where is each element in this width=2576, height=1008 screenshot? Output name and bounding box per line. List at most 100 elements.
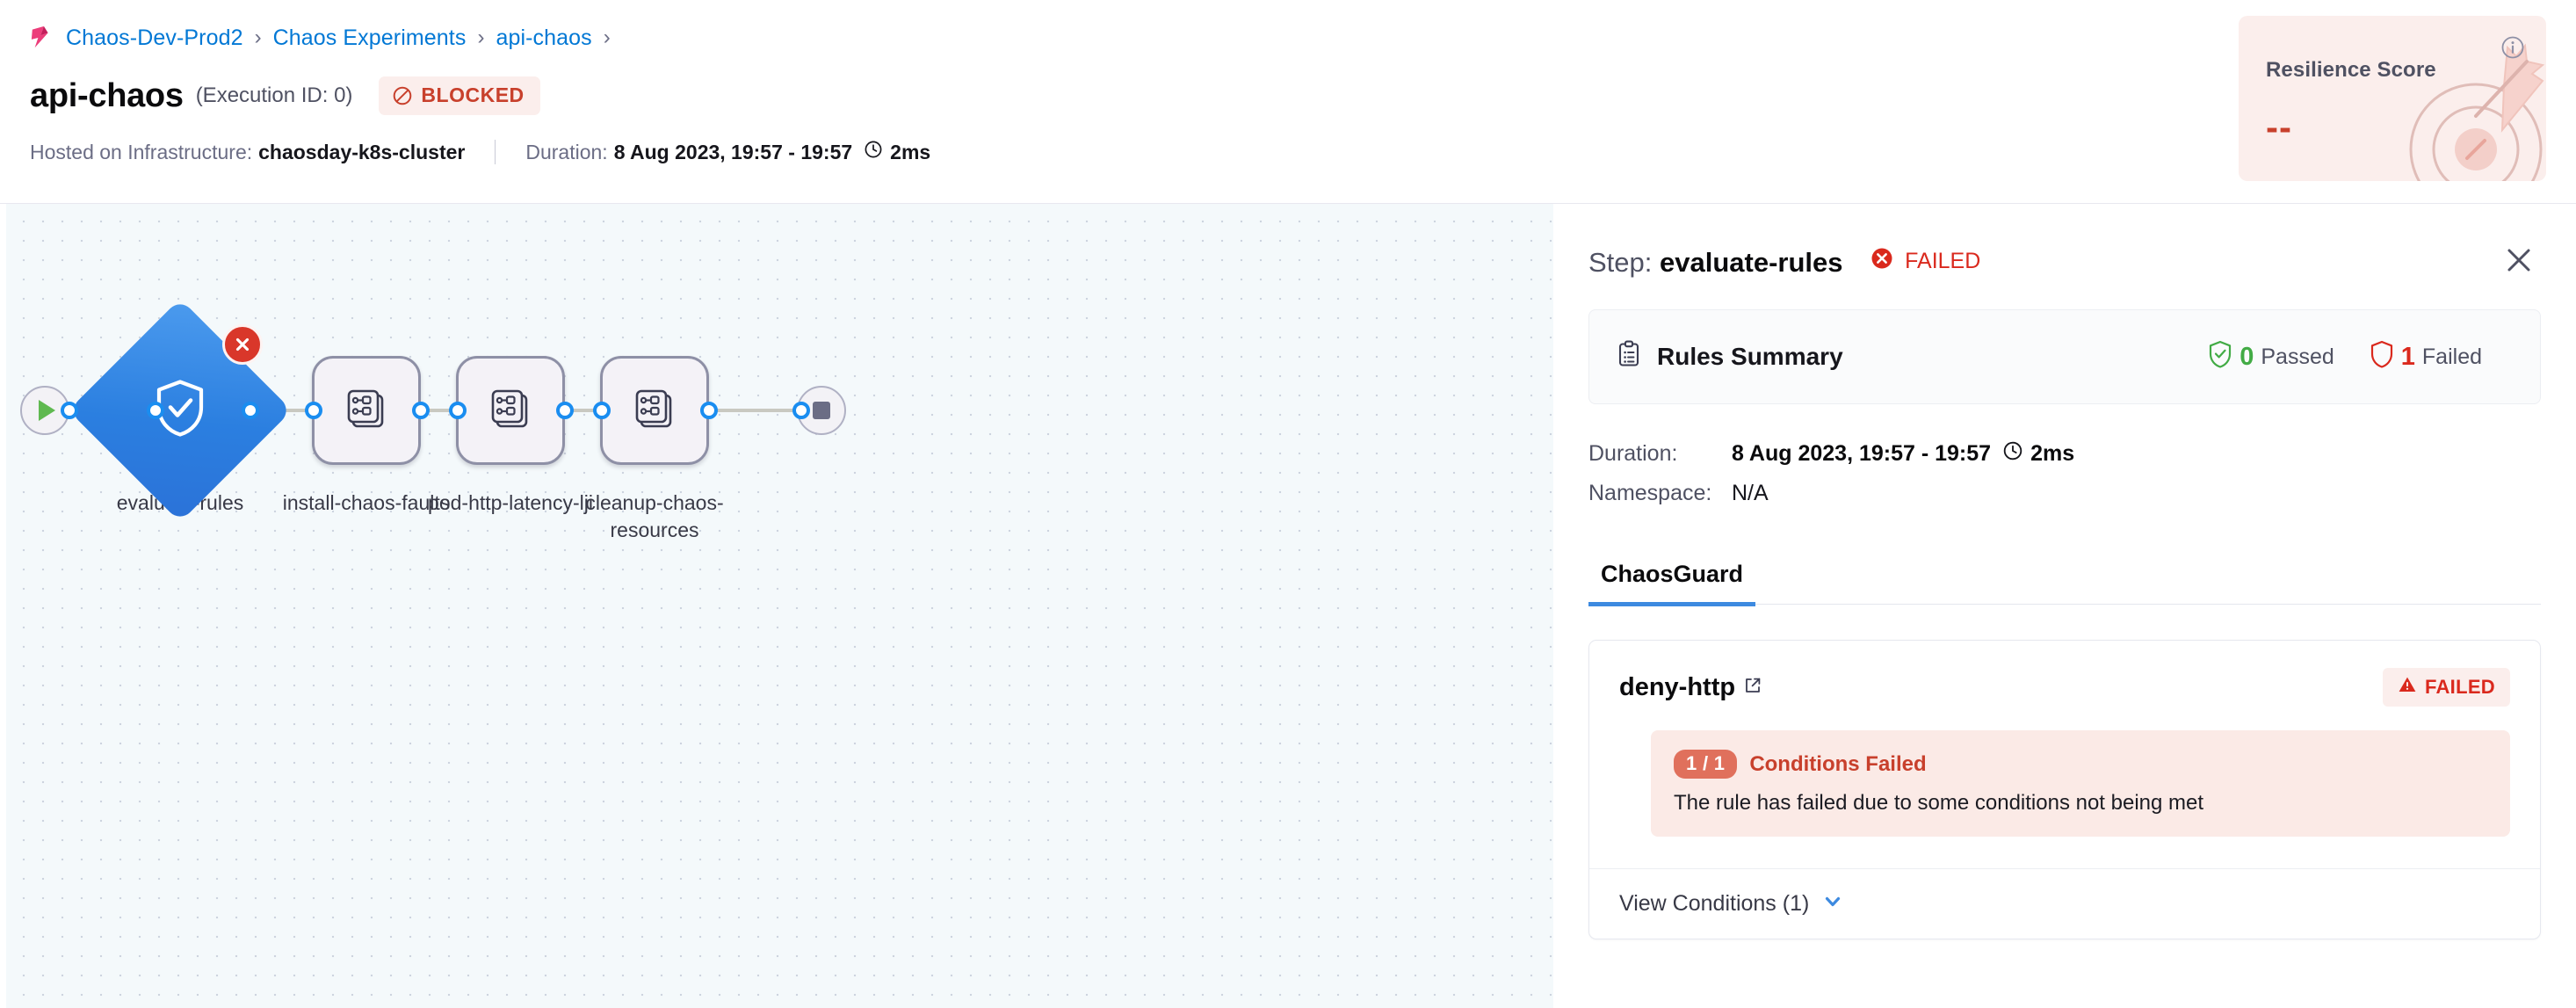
connector-install-to-latency bbox=[379, 409, 498, 412]
rule-name-link[interactable]: deny-http bbox=[1619, 673, 1762, 702]
rules-failed-number: 1 bbox=[2400, 342, 2415, 371]
rule-status-badge: FAILED bbox=[2382, 668, 2510, 707]
duration-label: Duration: bbox=[525, 140, 608, 163]
rules-summary-card: Rules Summary 0 Passed bbox=[1588, 309, 2541, 404]
panel-header: Step: evaluate-rules FAILED bbox=[1588, 204, 2541, 295]
rules-passed-label: Passed bbox=[2261, 344, 2334, 369]
conditions-failed-box: 1 / 1 Conditions Failed The rule has fai… bbox=[1651, 730, 2510, 837]
port-cleanup-in[interactable] bbox=[593, 402, 611, 419]
chaos-stack-icon bbox=[342, 384, 391, 438]
rule-name-label: deny-http bbox=[1619, 672, 1736, 701]
breadcrumb-item-experiments[interactable]: Chaos Experiments bbox=[272, 25, 467, 50]
status-badge-label: BLOCKED bbox=[421, 83, 525, 106]
conditions-count-pill: 1 / 1 bbox=[1674, 750, 1738, 779]
node-label-pod-http-latency-lji[interactable]: pod-http-latency-lji bbox=[428, 491, 593, 514]
node-label-install-chaos-faults[interactable]: install-chaos-faults bbox=[282, 491, 451, 514]
rule-status-label: FAILED bbox=[2424, 676, 2495, 698]
panel-step-title: Step: evaluate-rules FAILED bbox=[1588, 245, 1980, 279]
panel-tabs: ChaosGuard bbox=[1588, 541, 2541, 606]
page-header: Chaos-Dev-Prod2 › Chaos Experiments › ap… bbox=[0, 0, 2576, 204]
connector-latency-to-cleanup bbox=[523, 409, 642, 412]
conditions-failed-title: Conditions Failed bbox=[1749, 751, 1927, 776]
rules-failed-count: 1 Failed bbox=[2370, 340, 2482, 374]
meta-row: Hosted on Infrastructure: chaosday-k8s-c… bbox=[30, 139, 2546, 165]
port-install-out[interactable] bbox=[412, 402, 430, 419]
breadcrumb-separator: › bbox=[477, 25, 485, 49]
breadcrumb-item-api-chaos[interactable]: api-chaos bbox=[496, 25, 592, 50]
node-pod-http-latency-lji[interactable] bbox=[456, 356, 565, 465]
rules-passed-count: 0 Passed bbox=[2208, 340, 2334, 374]
port-end-in[interactable] bbox=[792, 402, 810, 419]
breadcrumb: Chaos-Dev-Prod2 › Chaos Experiments › ap… bbox=[30, 23, 2546, 53]
breadcrumb-item-project[interactable]: Chaos-Dev-Prod2 bbox=[66, 25, 243, 50]
rules-failed-label: Failed bbox=[2421, 344, 2482, 369]
clock-icon bbox=[2001, 439, 2024, 468]
blocked-icon bbox=[392, 85, 413, 106]
rules-summary-heading: Rules Summary bbox=[1616, 340, 1843, 374]
step-prefix-label: Step: bbox=[1588, 247, 1653, 278]
close-icon[interactable] bbox=[2497, 238, 2541, 286]
duration-value: 8 Aug 2023, 19:57 - 19:57 bbox=[613, 140, 853, 163]
resilience-score-card: Resilience Score -- bbox=[2239, 16, 2546, 181]
conditions-failed-header: 1 / 1 Conditions Failed bbox=[1674, 750, 2487, 779]
pipeline-canvas[interactable]: evaluate-rules bbox=[0, 204, 1553, 1008]
chaos-stack-icon bbox=[630, 384, 679, 438]
node-install-chaos-faults[interactable] bbox=[312, 356, 421, 465]
detail-value-duration: 8 Aug 2023, 19:57 - 19:57 2ms bbox=[1732, 439, 2074, 468]
resilience-score-title: Resilience Score bbox=[2266, 58, 2436, 82]
pipeline-graph: evaluate-rules bbox=[6, 283, 1553, 547]
port-start-out[interactable] bbox=[61, 402, 78, 419]
port-evaluate-in[interactable] bbox=[147, 402, 164, 419]
detail-row-namespace: Namespace: N/A bbox=[1588, 474, 2541, 513]
port-install-in[interactable] bbox=[305, 402, 322, 419]
node-label-cleanup-chaos-resources[interactable]: cleanup-chaos-resources bbox=[585, 491, 724, 542]
error-x-icon[interactable] bbox=[222, 324, 263, 365]
tab-chaosguard[interactable]: ChaosGuard bbox=[1588, 561, 1756, 606]
rules-summary-label: Rules Summary bbox=[1657, 343, 1843, 370]
port-cleanup-out[interactable] bbox=[700, 402, 718, 419]
node-evaluate-rules[interactable] bbox=[68, 298, 293, 523]
rule-card-header: deny-http bbox=[1619, 667, 2510, 707]
clipboard-icon bbox=[1616, 340, 1642, 374]
clock-icon bbox=[863, 139, 884, 165]
status-badge: BLOCKED bbox=[379, 76, 540, 115]
view-conditions-toggle[interactable]: View Conditions (1) bbox=[1589, 868, 2540, 939]
chaos-logo-icon bbox=[30, 25, 56, 51]
detail-duration-range: 8 Aug 2023, 19:57 - 19:57 bbox=[1732, 441, 1992, 466]
play-icon bbox=[39, 400, 55, 421]
port-evaluate-out[interactable] bbox=[242, 402, 259, 419]
port-latency-out[interactable] bbox=[556, 402, 574, 419]
chevron-down-icon[interactable] bbox=[1821, 890, 1844, 917]
shield-icon bbox=[2370, 340, 2394, 374]
step-status: FAILED bbox=[1869, 245, 1980, 278]
error-x-icon bbox=[1869, 245, 1895, 278]
rules-summary-counts: 0 Passed 1 Failed bbox=[2208, 340, 2514, 374]
view-conditions-label: View Conditions (1) bbox=[1619, 891, 1810, 916]
step-name-label: evaluate-rules bbox=[1660, 247, 1843, 278]
node-cleanup-chaos-resources[interactable] bbox=[600, 356, 709, 465]
connector-cleanup-to-end bbox=[667, 409, 799, 412]
detail-row-duration: Duration: 8 Aug 2023, 19:57 - 19:57 2ms bbox=[1588, 434, 2541, 474]
step-detail-panel: Step: evaluate-rules FAILED bbox=[1553, 204, 2576, 1008]
warning-triangle-icon bbox=[2398, 675, 2417, 700]
meta-divider bbox=[495, 140, 496, 164]
detail-key-duration: Duration: bbox=[1588, 441, 1678, 466]
duration-elapsed: 2ms bbox=[890, 140, 931, 163]
port-latency-in[interactable] bbox=[449, 402, 467, 419]
detail-value-namespace: N/A bbox=[1732, 481, 1769, 505]
conditions-failed-description: The rule has failed due to some conditio… bbox=[1674, 791, 2204, 815]
title-row: api-chaos (Execution ID: 0) BLOCKED bbox=[30, 74, 2546, 118]
infrastructure-label: Hosted on Infrastructure: bbox=[30, 140, 253, 163]
stop-icon bbox=[813, 402, 830, 419]
infrastructure-value: chaosday-k8s-cluster bbox=[258, 140, 466, 163]
detail-key-namespace: Namespace: bbox=[1588, 481, 1712, 505]
rules-passed-number: 0 bbox=[2240, 342, 2254, 371]
info-icon[interactable] bbox=[2499, 33, 2527, 66]
shield-check-icon bbox=[2208, 340, 2232, 374]
breadcrumb-separator: › bbox=[254, 25, 262, 49]
external-link-icon[interactable] bbox=[1743, 673, 1762, 702]
step-details-list: Duration: 8 Aug 2023, 19:57 - 19:57 2ms … bbox=[1588, 434, 2541, 513]
resilience-score-value: -- bbox=[2266, 106, 2292, 148]
detail-duration-elapsed: 2ms bbox=[2030, 441, 2075, 466]
execution-id-label: (Execution ID: 0) bbox=[195, 83, 353, 107]
